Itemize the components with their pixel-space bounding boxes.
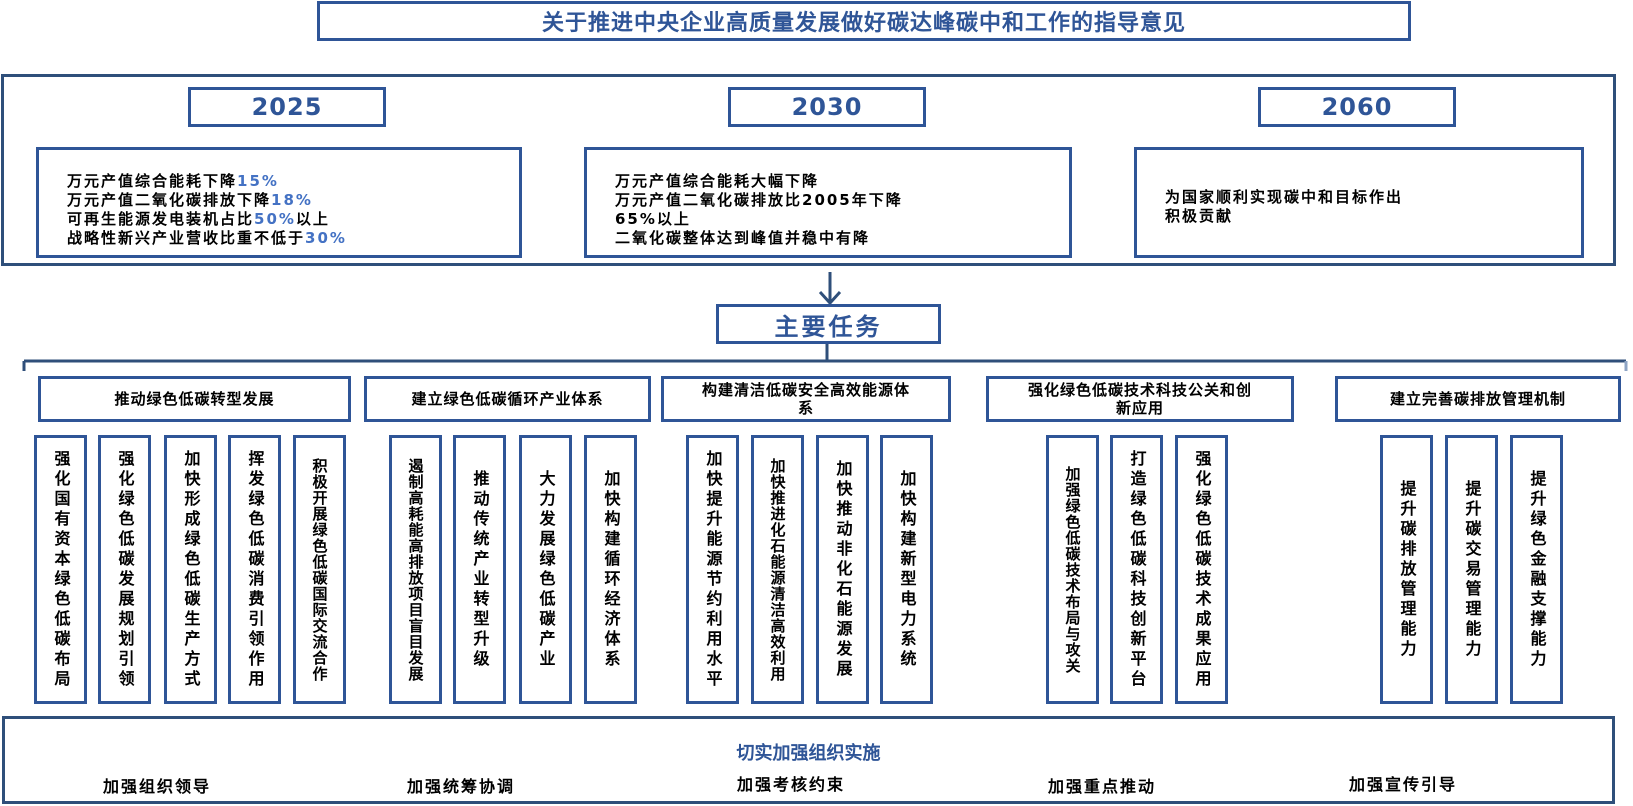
task-item-label: 挥发绿色低碳消费引领作用	[245, 449, 265, 690]
task-item-box: 加快提升能源节约利用水平	[686, 435, 739, 704]
down-arrow-icon	[818, 272, 842, 306]
task-item-box: 加快推进化石能源清洁高效利用	[751, 435, 804, 704]
document-title-box: 关于推进中央企业高质量发展做好碳达峰碳中和工作的指导意见	[317, 1, 1411, 41]
goal-text: 65%以上	[615, 210, 691, 228]
implementation-item: 加强统筹协调	[407, 777, 516, 796]
goal-line: 积极贡献	[1165, 207, 1581, 226]
goal-line: 万元产值二氧化碳排放下降18%	[67, 191, 519, 210]
task-item-box: 加快构建循环经济体系	[584, 435, 637, 704]
task-item-box: 强化绿色低碳发展规划引领	[98, 435, 151, 704]
task-item-label: 强化绿色低碳技术成果应用	[1192, 449, 1212, 690]
task-item-box: 加快形成绿色低碳生产方式	[164, 435, 217, 704]
task-category-label: 推动绿色低碳转型发展	[114, 390, 275, 408]
task-item-box: 积极开展绿色低碳国际交流合作	[293, 435, 346, 704]
goal-text: 为国家顺利实现碳中和目标作出	[1165, 188, 1404, 206]
goal-text: 以上	[295, 210, 330, 228]
implementation-item: 加强宣传引导	[1349, 775, 1458, 794]
task-item-box: 遏制高耗能高排放项目盲目发展	[389, 435, 442, 704]
year-label: 2060	[1321, 93, 1393, 121]
task-item-box: 提升碳交易管理能力	[1445, 435, 1498, 704]
goal-text: 万元产值综合能耗下降	[67, 172, 238, 190]
task-category-box: 强化绿色低碳技术科技公关和创新应用	[986, 376, 1294, 422]
goal-text: 二氧化碳整体达到峰值并稳中有降	[615, 229, 871, 247]
task-item-label: 强化国有资本绿色低碳布局	[51, 449, 71, 690]
task-item-label: 打造绿色低碳科技创新平台	[1127, 449, 1147, 690]
task-category-label: 建立完善碳排放管理机制	[1389, 390, 1566, 408]
goal-text: 积极贡献	[1165, 207, 1234, 225]
year-box-2030: 2030	[728, 87, 926, 127]
goals-frame	[1, 74, 1616, 266]
goal-line: 万元产值二氧化碳排放比2005年下降	[615, 191, 1069, 210]
goal-text: 战略性新兴产业营收比重不低于	[67, 229, 306, 247]
main-tasks-box: 主要任务	[716, 304, 941, 344]
task-item-label: 加快构建新型电力系统	[897, 469, 917, 670]
goal-highlight-value: 18%	[271, 191, 313, 209]
year-box-2060: 2060	[1258, 87, 1456, 127]
goal-text: 可再生能源发电装机占比	[67, 210, 255, 228]
goal-line: 万元产值综合能耗大幅下降	[615, 172, 1069, 191]
task-item-box: 提升碳排放管理能力	[1380, 435, 1433, 704]
year-label: 2030	[791, 93, 863, 121]
implementation-item: 加强组织领导	[103, 777, 212, 796]
implementation-box: 切实加强组织实施 加强组织领导 加强统筹协调 加强考核约束 加强重点推动 加强宣…	[2, 716, 1615, 804]
task-category-box: 建立绿色低碳循环产业体系	[364, 376, 651, 422]
task-item-label: 加快推进化石能源清洁高效利用	[768, 457, 787, 682]
task-item-box: 推动传统产业转型升级	[453, 435, 506, 704]
task-item-label: 积极开展绿色低碳国际交流合作	[310, 457, 329, 682]
goal-line: 65%以上	[615, 210, 1069, 229]
task-item-label: 加快推动非化石能源发展	[833, 459, 853, 680]
task-category-label: 构建清洁低碳安全高效能源体系	[701, 381, 910, 417]
main-tasks-label: 主要任务	[774, 312, 883, 341]
task-item-label: 加快构建循环经济体系	[601, 469, 621, 670]
task-item-box: 大力发展绿色低碳产业	[519, 435, 572, 704]
task-item-label: 强化绿色低碳发展规划引领	[115, 449, 135, 690]
task-category-box: 建立完善碳排放管理机制	[1335, 376, 1621, 422]
goal-highlight-value: 15%	[237, 172, 279, 190]
task-item-label: 加快形成绿色低碳生产方式	[181, 449, 201, 690]
implementation-item: 加强重点推动	[1048, 777, 1157, 796]
task-bracket-connector	[22, 344, 1628, 371]
goal-highlight-value: 30%	[305, 229, 347, 247]
goal-line: 万元产值综合能耗下降15%	[67, 172, 519, 191]
task-category-box: 推动绿色低碳转型发展	[38, 376, 351, 422]
year-box-2025: 2025	[188, 87, 386, 127]
goal-line: 为国家顺利实现碳中和目标作出	[1165, 188, 1581, 207]
goal-box-2060: 为国家顺利实现碳中和目标作出积极贡献	[1134, 147, 1584, 258]
goal-line: 二氧化碳整体达到峰值并稳中有降	[615, 229, 1069, 248]
goal-text: 万元产值综合能耗大幅下降	[615, 172, 820, 190]
task-item-label: 推动传统产业转型升级	[470, 469, 490, 670]
task-item-label: 提升碳交易管理能力	[1462, 479, 1482, 660]
goal-line: 战略性新兴产业营收比重不低于30%	[67, 229, 519, 248]
task-item-box: 强化国有资本绿色低碳布局	[34, 435, 87, 704]
implementation-title: 切实加强组织实施	[736, 743, 881, 764]
document-title: 关于推进中央企业高质量发展做好碳达峰碳中和工作的指导意见	[541, 11, 1186, 36]
task-item-box: 加强绿色低碳技术布局与攻关	[1046, 435, 1099, 704]
implementation-item: 加强考核约束	[737, 775, 846, 794]
task-item-box: 打造绿色低碳科技创新平台	[1110, 435, 1163, 704]
task-item-label: 加强绿色低碳技术布局与攻关	[1063, 465, 1082, 674]
task-item-label: 加快提升能源节约利用水平	[703, 449, 723, 690]
task-item-box: 加快构建新型电力系统	[880, 435, 933, 704]
task-item-label: 提升绿色金融支撑能力	[1527, 469, 1547, 670]
task-category-box: 构建清洁低碳安全高效能源体系	[661, 376, 951, 422]
task-item-label: 提升碳排放管理能力	[1397, 479, 1417, 660]
task-item-box: 强化绿色低碳技术成果应用	[1175, 435, 1228, 704]
goal-highlight-value: 50%	[254, 210, 296, 228]
goal-line: 可再生能源发电装机占比50%以上	[67, 210, 519, 229]
task-item-box: 提升绿色金融支撑能力	[1510, 435, 1563, 704]
goal-box-2025: 万元产值综合能耗下降15%万元产值二氧化碳排放下降18%可再生能源发电装机占比5…	[36, 147, 522, 258]
task-category-label: 建立绿色低碳循环产业体系	[411, 390, 604, 408]
task-category-label: 强化绿色低碳技术科技公关和创新应用	[1027, 381, 1252, 417]
goal-text: 万元产值二氧化碳排放下降	[67, 191, 272, 209]
year-label: 2025	[251, 93, 323, 121]
task-item-label: 遏制高耗能高排放项目盲目发展	[406, 457, 425, 682]
goal-text: 万元产值二氧化碳排放比2005年下降	[615, 191, 903, 209]
task-item-box: 加快推动非化石能源发展	[816, 435, 869, 704]
task-item-label: 大力发展绿色低碳产业	[536, 469, 556, 670]
task-item-box: 挥发绿色低碳消费引领作用	[228, 435, 281, 704]
